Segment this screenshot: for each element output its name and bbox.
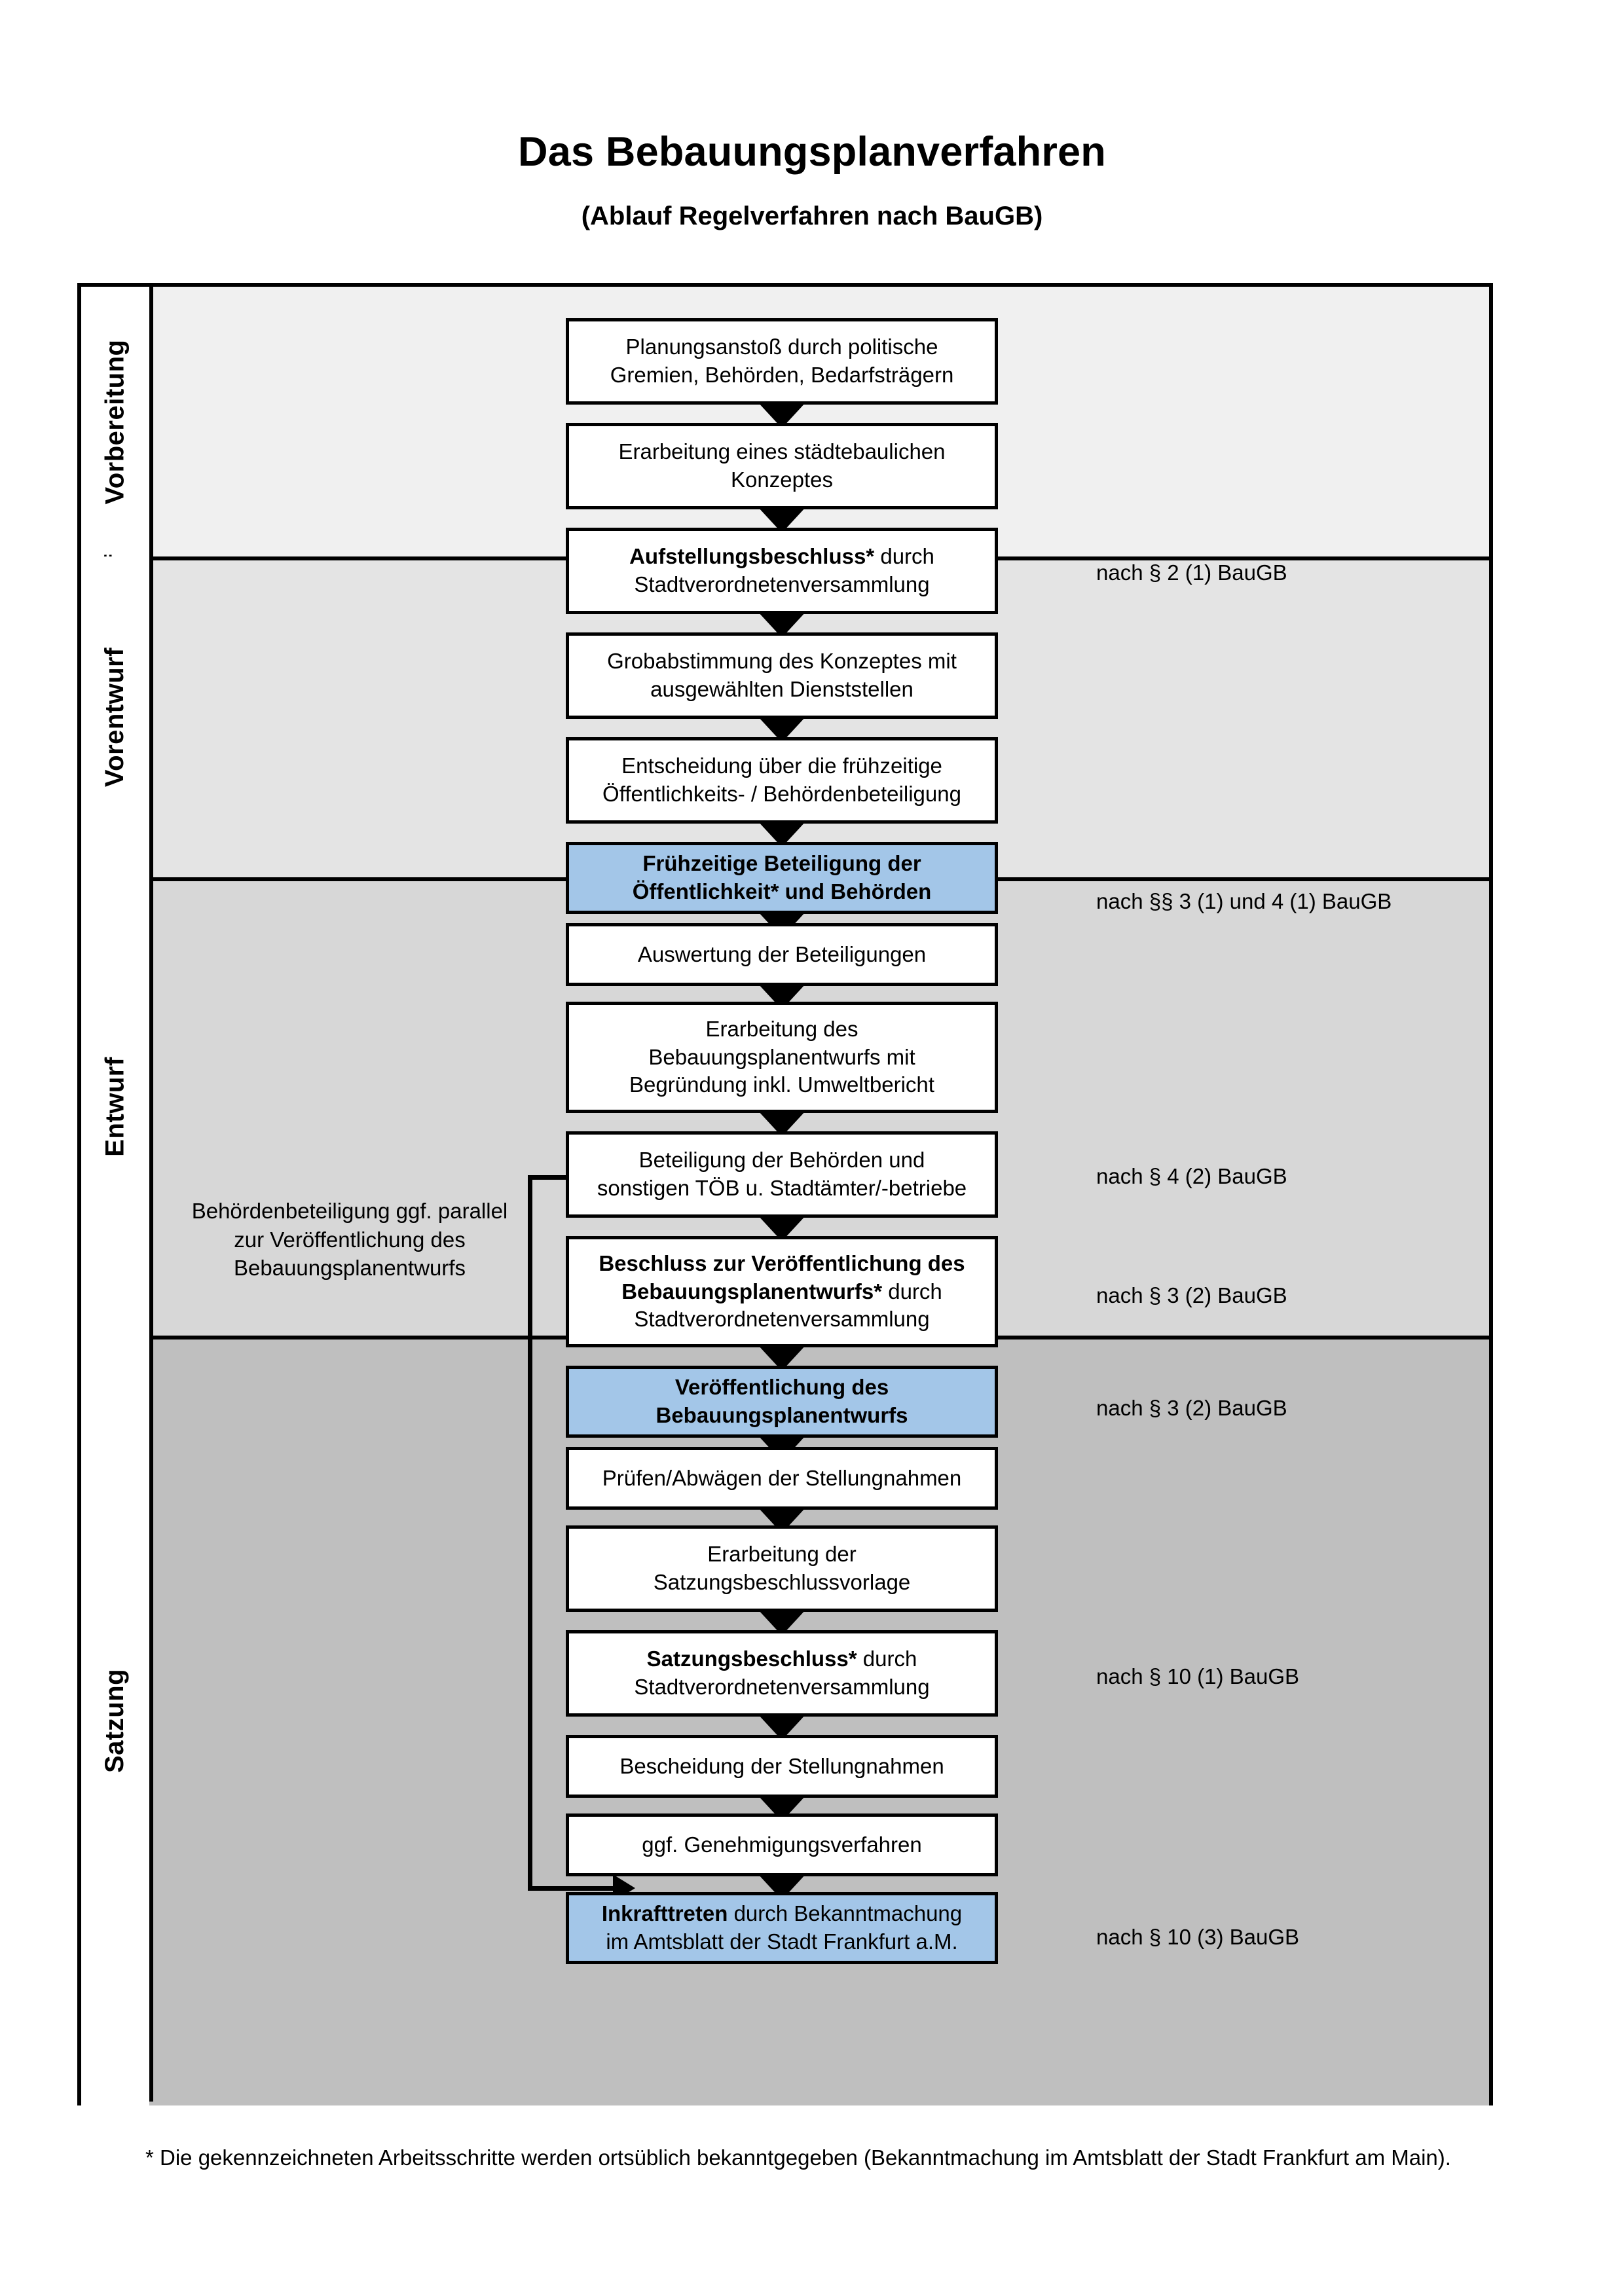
phase-label-text: Satzung [100, 1668, 130, 1773]
step-line: Öffentlichkeit* und Behörden [633, 878, 932, 906]
page-header: Das Bebauungsplanverfahren (Ablauf Regel… [0, 0, 1624, 231]
step-line: Bebauungsplanentwurfs mit [648, 1044, 915, 1069]
step-line: Frühzeitige Beteiligung der [633, 850, 932, 878]
step-line: Auswertung der Beteiligungen [637, 941, 927, 966]
law-ref-par4-2: nach § 4 (2) BauGB [1096, 1164, 1287, 1188]
side-note-line-1: Behördenbeteiligung [191, 1199, 390, 1223]
step-line: Bebauungsplanentwurfs* durch [599, 1278, 965, 1306]
step-box-auswertung[interactable]: Auswertung der Beteiligungen [566, 923, 998, 986]
step-box-bescheidung[interactable]: Bescheidung der Stellungnahmen [566, 1735, 998, 1798]
step-line-bold: Aufstellungsbeschluss* [629, 544, 875, 569]
step-line: Stadtverordnetenversammlung [634, 1675, 930, 1699]
step-box-erarbeitung-entwurf[interactable]: Erarbeitung des Bebauungsplanentwurfs mi… [566, 1002, 998, 1113]
step-line: Entscheidung über die frühzeitige [621, 754, 942, 778]
footnote-text: * Die gekennzeichneten Arbeitsschritte w… [145, 2145, 1451, 2170]
step-box-genehmigungsverfahren[interactable]: ggf. Genehmigungsverfahren [566, 1813, 998, 1876]
bracket-bottom-segment [528, 1886, 616, 1891]
phase-label-entwurf: Entwurf [81, 877, 149, 1336]
step-line-bold: Frühzeitige Beteiligung der [642, 851, 921, 876]
law-ref-par3-1-4-1: nach §§ 3 (1) und 4 (1) BauGB [1096, 889, 1392, 913]
step-box-satzungsbeschluss[interactable]: Satzungsbeschluss* durch Stadtverordnete… [566, 1630, 998, 1717]
step-line: Prüfen/Abwägen der Stellungnahmen [602, 1465, 962, 1490]
step-line-bold: Beschluss zur Veröffentlichung des [599, 1250, 965, 1275]
step-line-suffix: durch [882, 1279, 942, 1303]
step-line: Beteiligung der Behörden und [638, 1148, 925, 1173]
step-line: ausgewählten Dienststellen [650, 677, 913, 701]
flowchart-frame: Vorbereitung Vorentwurf Vorentwurf Entwu… [77, 283, 1493, 2105]
step-line: Satzungsbeschluss* durch [634, 1645, 929, 1673]
side-note-line-4: Bebauungsplanentwurfs [233, 1256, 466, 1281]
step-box-inkrafttreten[interactable]: Inkrafttreten durch Bekanntmachung im Am… [566, 1892, 998, 1964]
page-subtitle: (Ablauf Regelverfahren nach BauGB) [581, 202, 1043, 230]
phase-label-vorbereitung: Vorbereitung [81, 287, 149, 556]
step-line-suffix: durch [874, 544, 934, 569]
step-line: Stadtverordnetenversammlung [634, 1307, 930, 1332]
law-ref-par3-2-b: nach § 3 (2) BauGB [1096, 1396, 1287, 1420]
step-line: Öffentlichkeits- / Behördenbeteiligung [602, 782, 961, 806]
side-note-line-3: Veröffentlichung des [270, 1227, 466, 1252]
step-line-bold: Veröffentlichung des [674, 1375, 889, 1400]
step-box-pruefen-abwaegen[interactable]: Prüfen/Abwägen der Stellungnahmen [566, 1447, 998, 1510]
step-box-beteiligung-behoerden[interactable]: Beteiligung der Behörden und sonstigen T… [566, 1131, 998, 1218]
step-line: Erarbeitung der [707, 1542, 857, 1567]
step-line-suffix: durch [857, 1647, 917, 1671]
step-line: Erarbeitung des [705, 1016, 858, 1041]
step-box-staedtebauliches-konzept[interactable]: Erarbeitung eines städtebaulichen Konzep… [566, 423, 998, 509]
step-box-aufstellungsbeschluss[interactable]: Aufstellungsbeschluss* durch Stadtverord… [566, 528, 998, 614]
step-line-bold: Bebauungsplanentwurfs* [621, 1279, 883, 1303]
step-line: Begründung inkl. Umweltbericht [629, 1072, 934, 1097]
law-ref-par3-2-a: nach § 3 (2) BauGB [1096, 1283, 1287, 1307]
step-line: Stadtverordnetenversammlung [634, 572, 930, 596]
step-line: Beschluss zur Veröffentlichung des [599, 1250, 965, 1278]
step-line: Aufstellungsbeschluss* durch [629, 543, 934, 571]
phase-label-text-dup: Vorentwurf [100, 647, 130, 787]
step-line-bold: Inkrafttreten [601, 1901, 728, 1926]
law-ref-par2-1: nach § 2 (1) BauGB [1096, 560, 1287, 585]
law-ref-par10-3: nach § 10 (3) BauGB [1096, 1925, 1300, 1949]
step-box-veroeffentlichung[interactable]: Veröffentlichung des Bebauungsplanentwur… [566, 1366, 998, 1438]
step-line-bold: Öffentlichkeit* und Behörden [632, 879, 932, 903]
phase-label-text: Vorbereitung [100, 339, 130, 504]
step-box-fruehzeitige-beteiligung[interactable]: Frühzeitige Beteiligung der Öffentlichke… [566, 842, 998, 914]
step-line: Satzungsbeschlussvorlage [653, 1570, 911, 1594]
step-line: Veröffentlichung des [655, 1374, 908, 1402]
page-title: Das Bebauungsplanverfahren [518, 129, 1106, 175]
step-line: Erarbeitung eines städtebaulichen [618, 439, 946, 464]
side-note-behoerdenbeteiligung: Behördenbeteiligung ggf. parallel zur Ve… [179, 1197, 520, 1283]
step-line-bold: Satzungsbeschluss* [646, 1647, 857, 1671]
step-box-entscheidung-fruehzeitige[interactable]: Entscheidung über die frühzeitige Öffent… [566, 737, 998, 824]
step-line: Bescheidung der Stellungnahmen [619, 1753, 944, 1778]
step-line-bold: Bebauungsplanentwurfs [655, 1403, 908, 1427]
side-note-line-2: ggf. parallel zur [234, 1199, 508, 1252]
step-line: Konzeptes [731, 467, 833, 492]
step-box-grobabstimmung[interactable]: Grobabstimmung des Konzeptes mit ausgewä… [566, 632, 998, 719]
step-line: Gremien, Behörden, Bedarfsträgern [610, 363, 954, 387]
phase-label-vorentwurf-cell: Vorentwurf [81, 556, 149, 877]
phase-label-text: Entwurf [100, 1056, 130, 1157]
step-line: Grobabstimmung des Konzeptes mit [607, 649, 957, 674]
phase-gutter-divider [149, 287, 153, 2102]
step-box-beschluss-veroeffentlichung[interactable]: Beschluss zur Veröffentlichung des Bebau… [566, 1236, 998, 1347]
step-line: im Amtsblatt der Stadt Frankfurt a.M. [606, 1929, 958, 1954]
phase-label-satzung: Satzung [81, 1336, 149, 2105]
step-line: Planungsanstoß durch politische [625, 335, 938, 359]
step-line: Bebauungsplanentwurfs [655, 1402, 908, 1430]
bracket-vertical-segment [528, 1175, 532, 1891]
law-ref-par10-1: nach § 10 (1) BauGB [1096, 1664, 1300, 1688]
step-box-satzungsbeschlussvorlage[interactable]: Erarbeitung der Satzungsbeschlussvorlage [566, 1525, 998, 1612]
step-line-suffix: durch Bekanntmachung [728, 1901, 963, 1926]
step-line: ggf. Genehmigungsverfahren [642, 1832, 922, 1857]
step-box-planungsanstoss[interactable]: Planungsanstoß durch politische Gremien,… [566, 318, 998, 405]
step-line: sonstigen TÖB u. Stadtämter/-betriebe [597, 1176, 967, 1200]
step-line: Inkrafttreten durch Bekanntmachung [602, 1900, 962, 1928]
